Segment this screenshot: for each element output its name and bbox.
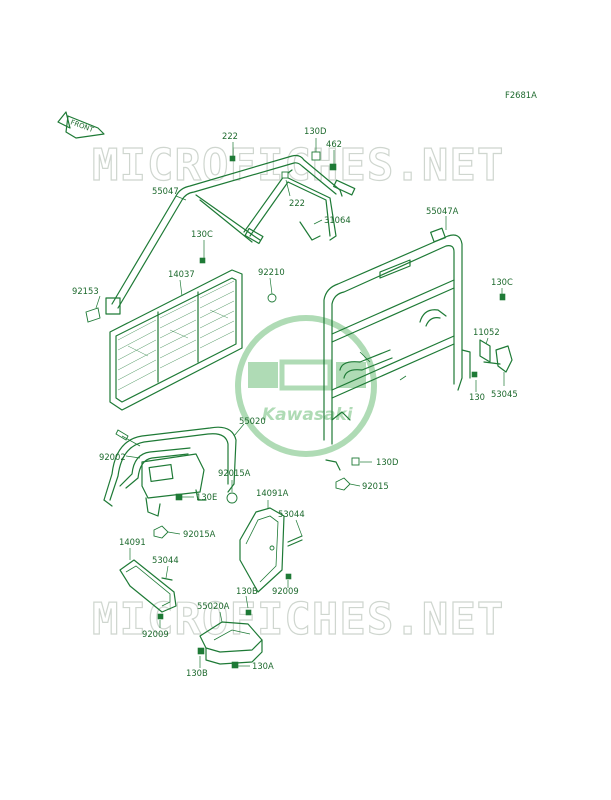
label-130: 130: [469, 392, 485, 402]
label-92009-right: 92009: [272, 586, 299, 596]
label-462: 462: [326, 139, 342, 149]
bolt-92153: [85, 307, 101, 323]
kawasaki-logo-text: Kawasaki: [262, 405, 354, 425]
label-14037: 14037: [168, 269, 195, 279]
label-11052: 11052: [473, 327, 500, 337]
nut-92015a-bottom: [153, 525, 169, 539]
bumper-55020: [103, 426, 237, 517]
bolt-92009-left: [157, 613, 164, 620]
label-14091a: 14091A: [256, 488, 289, 498]
part-labels: 222 130D 462 55047 222 31064 55047A 130C…: [72, 126, 518, 678]
bolt-222-top: [229, 155, 236, 162]
bolt-92009-right: [285, 573, 292, 580]
pin-53044-left: [161, 577, 173, 581]
bolt-130b-bottom: [197, 647, 205, 655]
label-92002: 92002: [99, 452, 126, 462]
nut-92015a-top: [226, 492, 238, 504]
label-130a: 130A: [252, 661, 274, 671]
bolt-130a: [231, 661, 239, 669]
bolt-130e: [175, 493, 183, 501]
label-92015a-top: 92015A: [218, 468, 251, 478]
nut-92210: [267, 293, 277, 303]
nut-462: [329, 163, 337, 171]
label-130c-right: 130C: [491, 277, 513, 287]
bracket-11052: [479, 339, 491, 363]
label-130b-top: 130B: [236, 586, 258, 596]
guard-14091: [119, 559, 177, 613]
bolt-222-mid: [281, 171, 289, 179]
label-92153: 92153: [72, 286, 99, 296]
label-130b-bottom: 130B: [186, 668, 208, 678]
kawasaki-logo: Kawasaki: [235, 315, 377, 457]
label-55047: 55047: [152, 186, 179, 196]
label-130d-mid: 130D: [376, 457, 398, 467]
label-31064: 31064: [324, 215, 351, 225]
front-arrow-label: FRONT: [69, 118, 95, 134]
label-55047a: 55047A: [426, 206, 459, 216]
bolt-130c-left: [199, 257, 206, 264]
label-92210: 92210: [258, 267, 285, 277]
label-55020a: 55020A: [197, 601, 230, 611]
label-53044-right: 53044: [278, 509, 305, 519]
pin-53044-right: [287, 535, 303, 547]
label-55020: 55020: [239, 416, 266, 426]
label-53045: 53045: [491, 389, 518, 399]
clip-130c-right: [499, 293, 506, 301]
bolt-92002: [115, 429, 141, 447]
guard-14091a: [239, 507, 285, 593]
label-130d-top: 130D: [304, 126, 326, 136]
label-14091: 14091: [119, 537, 146, 547]
roll-cage-55047a: [323, 227, 471, 471]
label-92015a-bottom: 92015A: [183, 529, 216, 539]
label-222-mid: 222: [289, 198, 305, 208]
figure-code: F2681A: [505, 90, 537, 100]
label-92009-left: 92009: [142, 629, 169, 639]
label-222-top: 222: [222, 131, 238, 141]
clip-130d-mid: [351, 457, 360, 466]
label-130e: 130E: [196, 492, 217, 502]
label-92015: 92015: [362, 481, 389, 491]
label-130c-left: 130C: [191, 229, 213, 239]
bolt-130: [471, 371, 478, 378]
leader-lines: [95, 138, 505, 668]
label-53044-left: 53044: [152, 555, 179, 565]
mesh-panel-14037: [109, 269, 243, 411]
front-arrow-icon: FRONT: [57, 111, 105, 139]
watermark-bottom: MICROFICHES.NET: [92, 594, 504, 645]
bracket-53045: [483, 345, 513, 373]
bolt-130b-top: [245, 609, 252, 616]
clip-130d-top: [311, 151, 321, 161]
nut-92015: [335, 477, 351, 491]
